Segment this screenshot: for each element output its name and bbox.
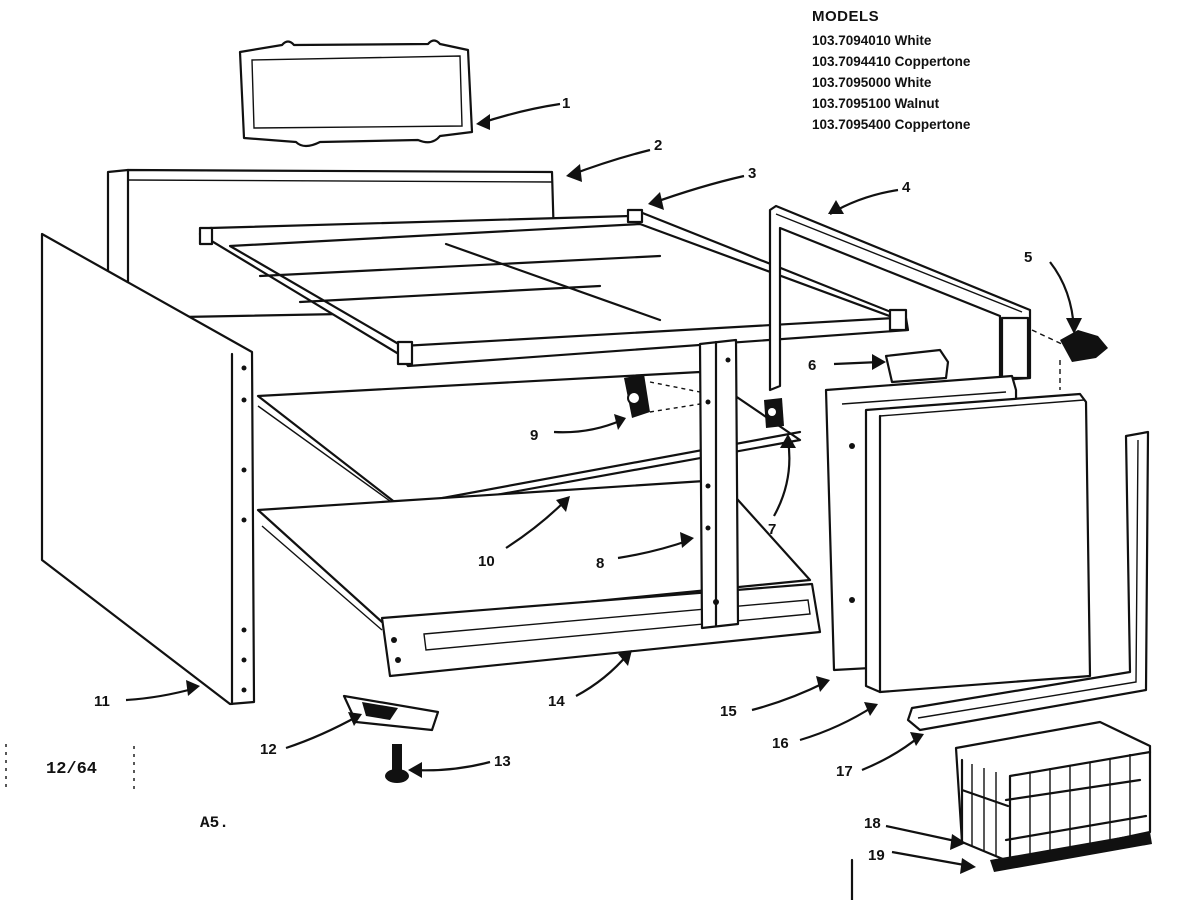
callout-labels: 1 2 3 4 5 6 7 8 9 10 11 12 13 14 15 16 1… — [94, 95, 1032, 864]
callout-8: 8 — [596, 555, 604, 572]
callout-4: 4 — [902, 179, 911, 196]
part-11-side-panel — [40, 232, 256, 706]
callout-19: 19 — [868, 847, 885, 864]
leader-arrows — [125, 102, 1082, 874]
callout-6: 6 — [808, 357, 816, 374]
page-code: A5. — [200, 814, 229, 832]
models-legend: MODELS 103.7094010 White 103.7094410 Cop… — [812, 8, 1072, 135]
scan-marks — [5, 744, 854, 900]
model-entry: 103.7094410 Coppertone — [812, 54, 971, 69]
part-4-side-frame — [768, 204, 1032, 392]
model-entry: 103.7095100 Walnut — [812, 96, 940, 111]
model-entry: 103.7095000 White — [812, 75, 932, 90]
model-entry: 103.7095400 Coppertone — [812, 117, 971, 132]
part-7-catch — [764, 398, 784, 428]
bottom-pan — [256, 478, 812, 631]
part-13-leveling-bolt — [385, 744, 409, 783]
callout-10: 10 — [478, 553, 495, 570]
callout-17: 17 — [836, 763, 853, 780]
callout-3: 3 — [748, 165, 756, 182]
callout-18: 18 — [864, 815, 881, 832]
callout-2: 2 — [654, 137, 662, 154]
part-12-foot-plate — [342, 694, 440, 732]
part-3-top-frame — [198, 208, 910, 368]
part-1-gasket — [238, 39, 474, 148]
model-entry: 103.7094010 White — [812, 33, 932, 48]
callout-12: 12 — [260, 741, 277, 758]
part-8-center-post — [649, 338, 740, 630]
models-heading: MODELS — [812, 8, 880, 25]
callout-14: 14 — [548, 693, 565, 710]
part-9-bracket — [624, 374, 650, 418]
part-16-door-panel — [864, 392, 1092, 694]
callout-16: 16 — [772, 735, 789, 752]
callout-7: 7 — [768, 521, 776, 538]
callout-9: 9 — [530, 427, 538, 444]
callout-1: 1 — [562, 95, 570, 112]
callout-15: 15 — [720, 703, 737, 720]
part-17-trim — [906, 430, 1150, 732]
part-18-19-basket — [954, 720, 1152, 872]
date-code: 12/64 — [46, 760, 98, 779]
part-5-hinge — [1031, 329, 1108, 390]
callout-11: 11 — [94, 693, 110, 710]
callout-13: 13 — [494, 753, 511, 770]
callout-5: 5 — [1024, 249, 1032, 266]
